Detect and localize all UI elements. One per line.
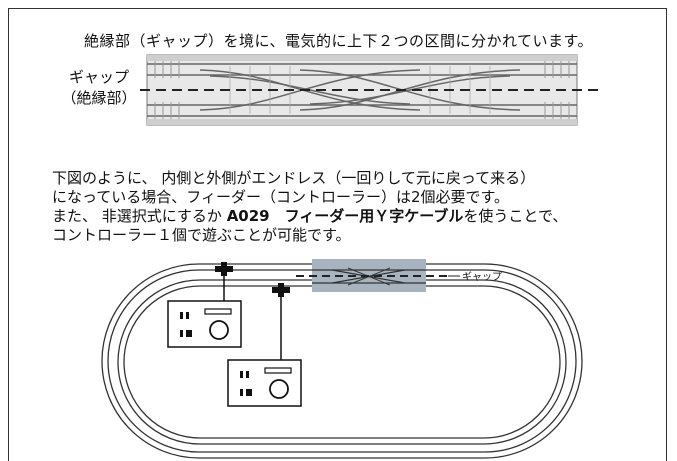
gap-label-line2: （絶縁部） (61, 89, 137, 107)
layout-gap-tag: ギャップ (462, 271, 502, 283)
insulation-caption: 絶縁部（ギャップ）を境に、電気的に上下２つの区間に分かれています。 (83, 32, 594, 50)
gap-label: ギャップ （絶縁部） (54, 67, 144, 109)
controller-1 (167, 300, 242, 348)
controller-2 (227, 359, 302, 407)
gap-label-line1: ギャップ (68, 68, 129, 86)
paragraph-line3-post: を使うことで、 (463, 207, 568, 225)
paragraph-line1: 下図のように、 内側と外側がエンドレス（一回りして元に戻って来る） (52, 169, 536, 187)
paragraph-line4: コントローラー１個で遊ぶことが可能です。 (52, 226, 351, 244)
feeder-inner (272, 283, 290, 360)
paragraph-line2: になっている場合、フィーダー（コントローラー）は2個必要です。 (52, 188, 509, 206)
figure-frame (8, 8, 667, 461)
double-crossover-track (146, 54, 578, 126)
explanation-paragraph: 下図のように、 内側と外側がエンドレス（一回りして元に戻って来る） になっている… (52, 169, 567, 245)
paragraph-line3: また、 非選択式にするか A029 フィーダー用Ｙ字ケーブルを使うことで、 (52, 207, 567, 226)
oval-layout (101, 263, 583, 459)
paragraph-line3-pre: また、 非選択式にするか (52, 207, 227, 225)
feeder-outer (215, 262, 233, 301)
product-name: A029 フィーダー用Ｙ字ケーブル (226, 207, 464, 225)
